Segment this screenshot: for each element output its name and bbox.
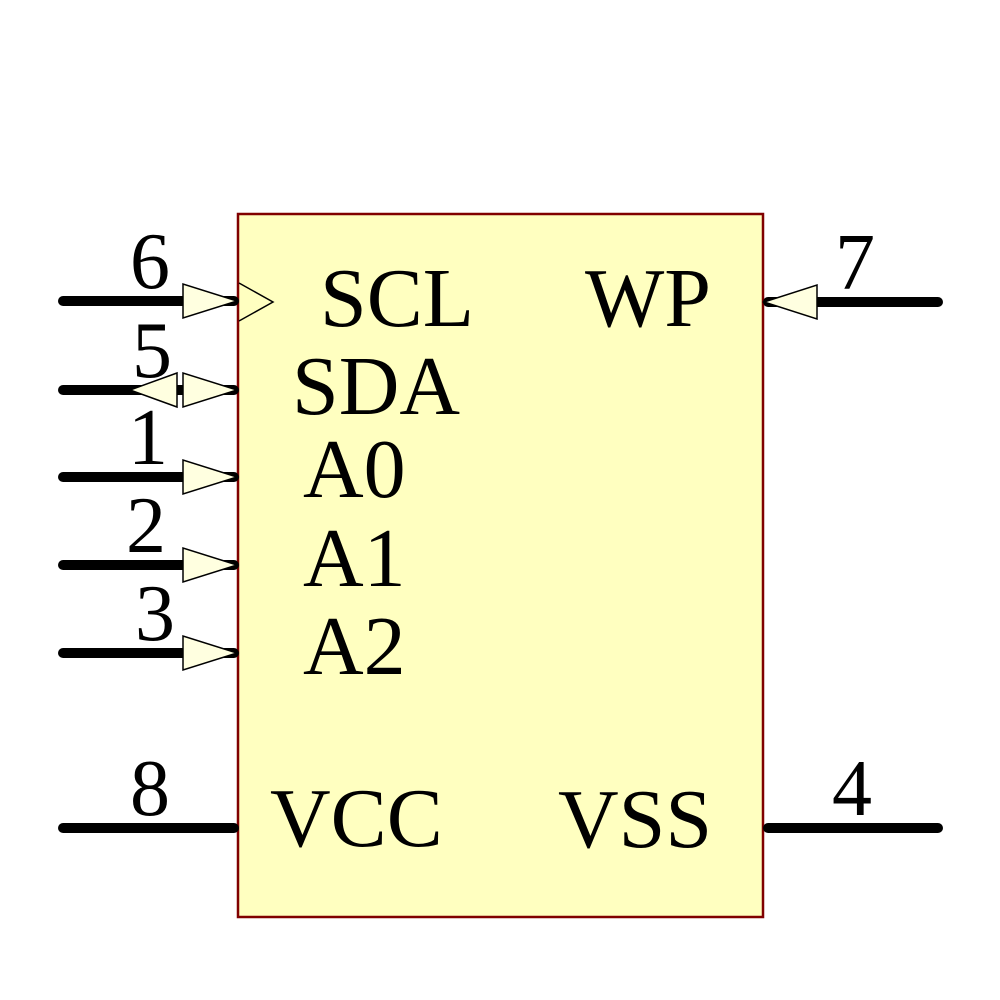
pin-number-2: 2: [126, 482, 166, 570]
pin-label-vss: VSS: [558, 773, 713, 866]
pin-number-5: 5: [132, 307, 172, 395]
pin-number-6: 6: [130, 218, 170, 306]
input-arrow-icon: [182, 546, 240, 584]
pin-7-wp: [761, 283, 943, 321]
pin-2-a1: [58, 546, 240, 584]
pin-3-a2: [58, 634, 240, 672]
bidirectional-arrow-right-icon: [182, 371, 240, 409]
input-arrow-icon: [182, 634, 240, 672]
pin-label-sda: SDA: [292, 340, 461, 433]
pin-number-4: 4: [832, 745, 872, 833]
input-arrow-icon: [182, 282, 240, 320]
pin-number-7: 7: [835, 219, 875, 307]
input-arrow-icon: [182, 458, 240, 496]
pin-label-vcc: VCC: [270, 772, 443, 865]
clock-chevron-icon: [238, 282, 275, 322]
pin-number-8: 8: [130, 745, 170, 833]
pin-6-scl: [58, 282, 275, 322]
pin-number-1: 1: [128, 394, 168, 482]
pin-label-a2: A2: [303, 600, 406, 693]
pin-label-a1: A1: [303, 512, 406, 605]
pin-1-a0: [58, 458, 240, 496]
pin-5-sda: [58, 371, 240, 409]
component-body: [236, 212, 765, 919]
pin-number-3: 3: [135, 570, 175, 658]
pin-label-a0: A0: [303, 423, 406, 516]
pin-label-wp: WP: [585, 252, 711, 345]
pin-label-scl: SCL: [320, 252, 475, 345]
bidirectional-arrow-left-icon: [127, 371, 178, 409]
input-arrow-icon: [761, 283, 818, 321]
